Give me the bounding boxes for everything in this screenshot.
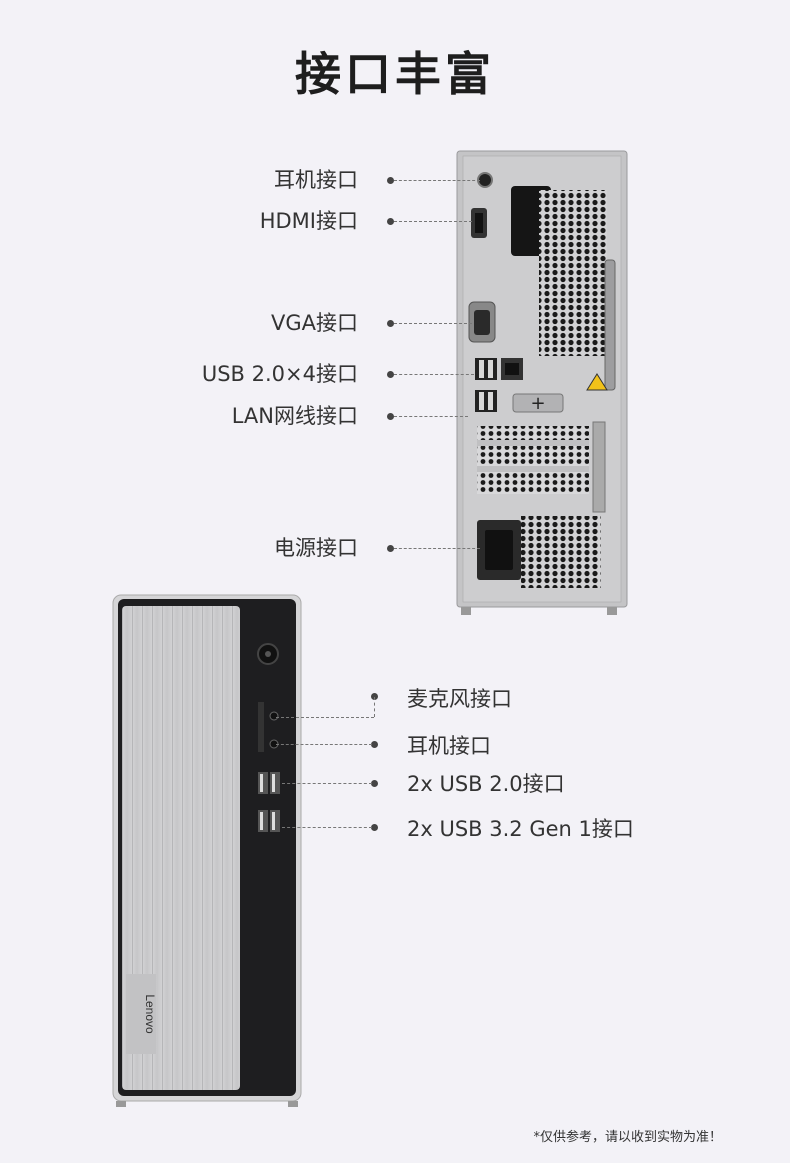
front-label-headphone: 耳机接口 [407,734,491,758]
rear-label-lan: LAN网线接口 [231,404,358,428]
front-dot-headphone [371,741,378,748]
front-dot-usb2 [371,780,378,787]
front-leader-usb32 [282,827,372,828]
front-leader-headphone [276,744,372,745]
front-leader-mic-vertical [374,697,375,717]
rear-leader-usb [394,374,474,375]
rear-leader-vga [394,323,472,324]
front-leader-usb2 [282,783,372,784]
rear-dot-lan [387,413,394,420]
front-label-mic: 麦克风接口 [407,687,512,711]
rear-dot-headphone [387,177,394,184]
rear-panel-image: + [456,150,628,615]
footnote: *仅供参考，请以收到实物为准！ [533,1130,722,1145]
svg-text:+: + [530,393,545,414]
rear-dot-vga [387,320,394,327]
front-leader-mic [276,717,374,718]
page-title: 接口丰富 [295,47,495,101]
rear-label-power: 电源接口 [274,536,358,560]
front-dot-usb32 [371,824,378,831]
front-label-usb32: 2x USB 3.2 Gen 1接口 [407,817,634,841]
rear-leader-power [394,548,480,549]
rear-label-headphone: 耳机接口 [274,168,358,192]
rear-dot-power [387,545,394,552]
front-label-usb2: 2x USB 2.0接口 [407,772,565,796]
rear-label-hdmi: HDMI接口 [259,209,358,233]
rear-leader-headphone [394,180,480,181]
rear-dot-hdmi [387,218,394,225]
front-dot-mic [371,693,378,700]
lenovo-logo: Lenovo [143,994,157,1034]
rear-label-vga: VGA接口 [270,311,358,335]
rear-dot-usb [387,371,394,378]
rear-leader-lan [394,416,468,417]
front-panel-image: Lenovo [112,594,302,1107]
rear-leader-hdmi [394,221,472,222]
rear-label-usb: USB 2.0×4接口 [201,362,358,386]
